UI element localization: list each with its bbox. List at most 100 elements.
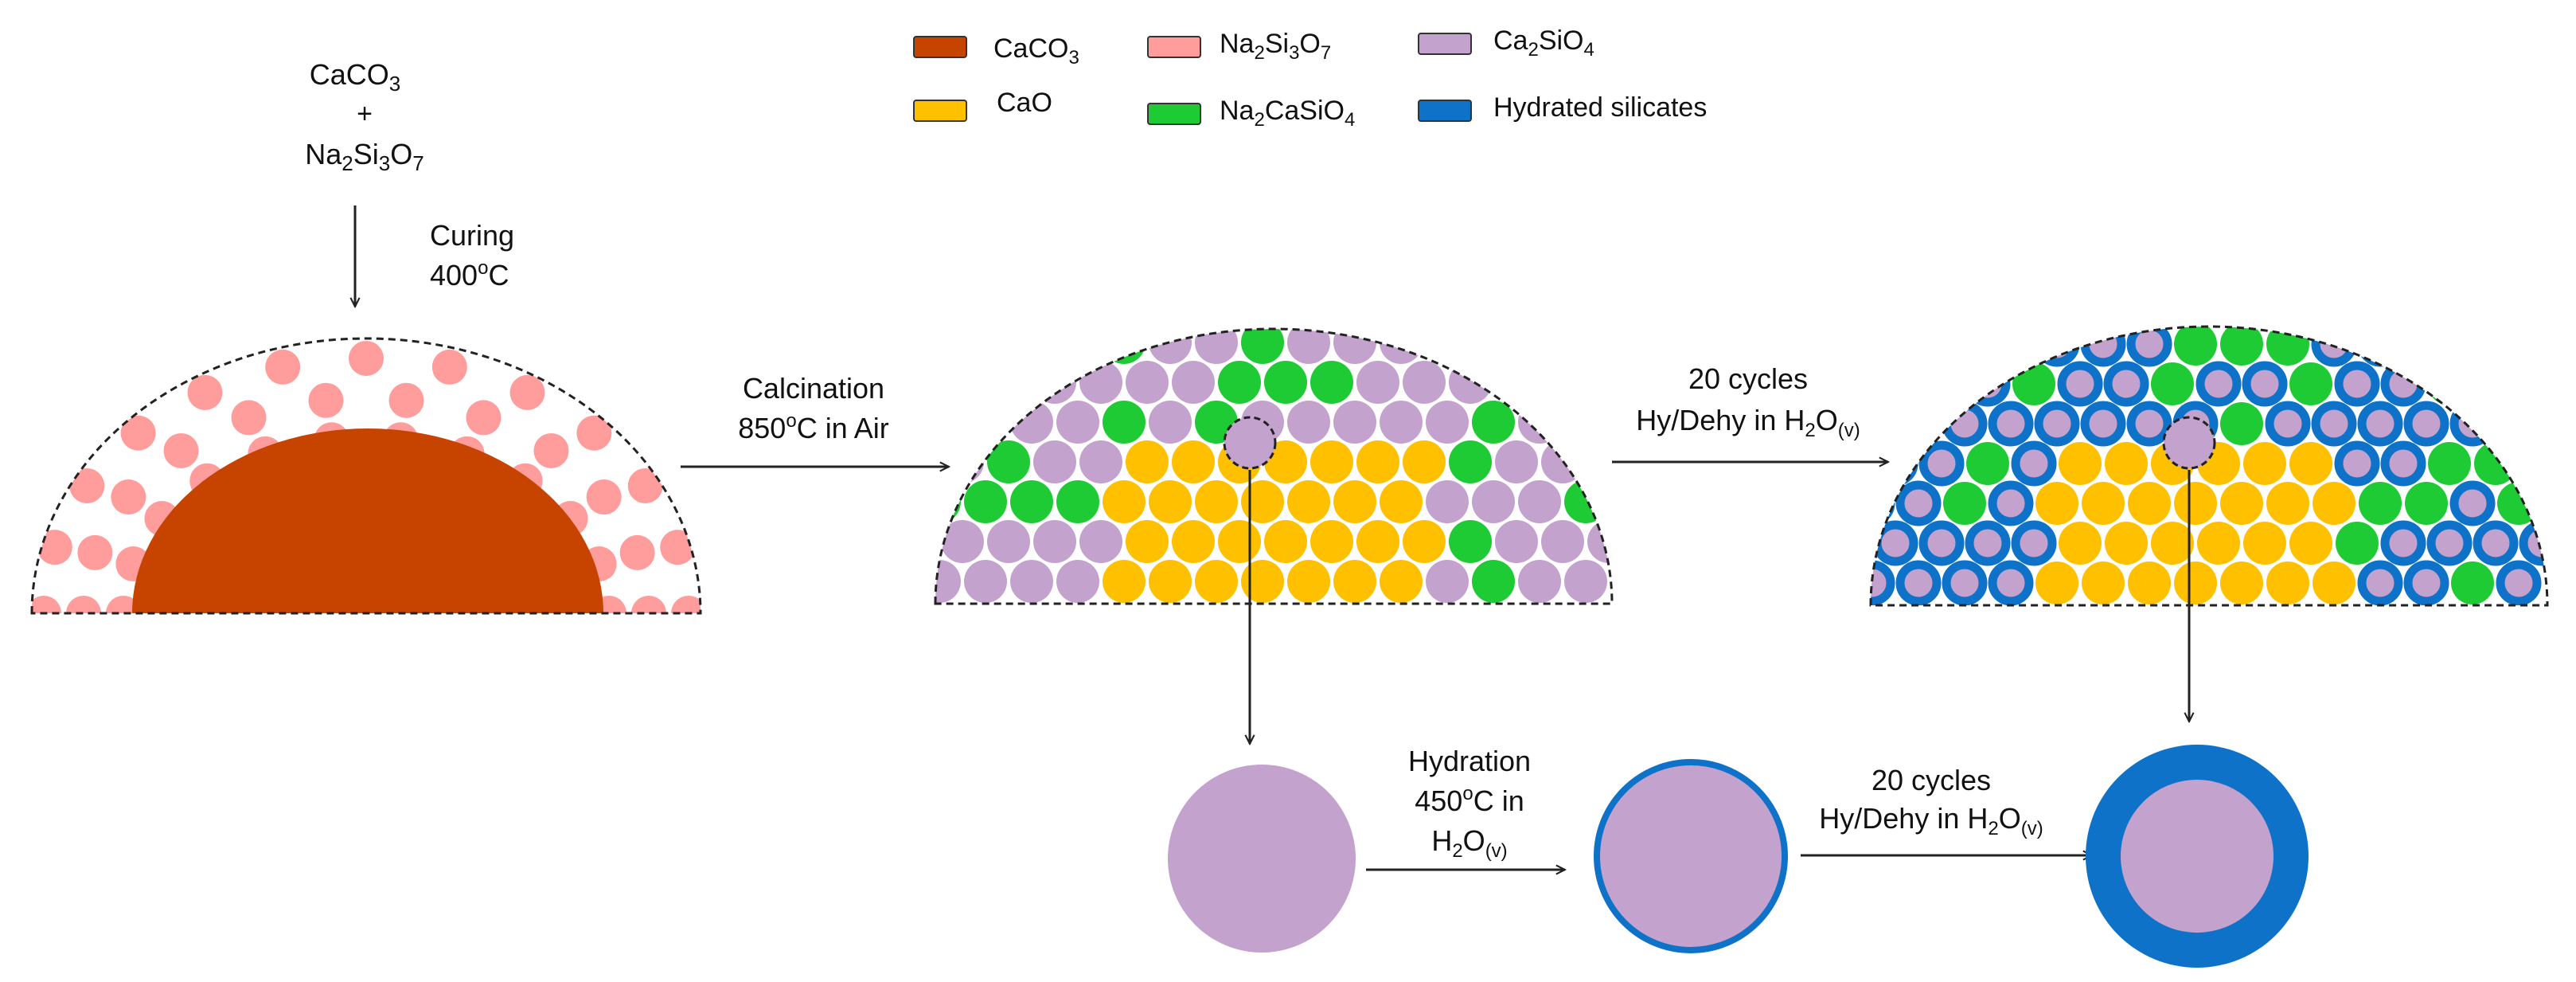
grain xyxy=(1310,520,1353,563)
grain xyxy=(1541,361,1584,404)
na2si3o7-grain xyxy=(111,479,146,515)
grain xyxy=(1079,520,1122,563)
grain xyxy=(935,560,961,603)
hydrated-ca2sio4-grain xyxy=(2380,520,2426,566)
hydrated-ca2sio4-grain xyxy=(2357,401,2403,447)
grain xyxy=(1172,440,1215,483)
reactant-caco3: CaCO3 xyxy=(310,58,401,96)
grain xyxy=(1426,401,1469,444)
na2casio4-grain xyxy=(2151,362,2194,405)
hydrated-ca2sio4-grain xyxy=(2103,361,2149,407)
hydrated-ca2sio4-grain xyxy=(1942,327,1988,367)
grain xyxy=(1495,520,1538,563)
grain xyxy=(1103,560,1146,603)
na2si3o7-grain xyxy=(533,432,569,468)
na2si3o7-grain xyxy=(466,400,502,436)
grain xyxy=(1195,480,1238,523)
grain xyxy=(1356,520,1399,563)
legend: CaCO3 CaO Na2Si3O7 Na2CaSiO4 Ca2SiO4 Hyd… xyxy=(913,25,1707,131)
grain xyxy=(1449,440,1492,483)
na2casio4-grain xyxy=(1943,482,1986,525)
grain xyxy=(1495,440,1538,483)
particle-calcined-contents xyxy=(935,329,1612,603)
ca2sio4-grain-core xyxy=(2121,780,2274,933)
cao-grain xyxy=(2151,522,2194,565)
hydrated-ca2sio4-grain xyxy=(1871,560,1895,605)
grain xyxy=(1149,480,1192,523)
na2casio4-grain xyxy=(2220,327,2263,366)
grain xyxy=(1010,480,1053,523)
particle-cycled xyxy=(1869,325,2549,607)
grain xyxy=(1287,401,1330,444)
hydrated-ca2sio4-grain xyxy=(1895,560,1942,605)
ca2sio4-grain-initial xyxy=(1168,765,1356,953)
grain xyxy=(987,520,1030,563)
grain xyxy=(1264,440,1307,483)
cao-grain xyxy=(2105,442,2148,485)
grain xyxy=(1564,480,1607,523)
hydrated-ca2sio4-grain xyxy=(1871,480,1895,526)
hydrated-ca2sio4-grain xyxy=(2473,520,2519,566)
grain xyxy=(1333,401,1376,444)
grain xyxy=(1449,520,1492,563)
particle-cycled-contents xyxy=(1871,327,2547,605)
calcination-label-line1: Calcination xyxy=(743,372,884,405)
grain xyxy=(1149,560,1192,603)
na2si3o7-grain xyxy=(37,530,72,565)
hydration-label-line1: Hydration xyxy=(1408,745,1531,777)
grain xyxy=(1518,560,1561,603)
curing-label-line2: 400oC xyxy=(430,257,509,291)
hydrated-ca2sio4-grain xyxy=(2403,327,2449,367)
grain xyxy=(1426,560,1469,603)
grain xyxy=(1518,480,1561,523)
grain xyxy=(1126,440,1169,483)
particle-fresh-contents xyxy=(32,341,701,613)
zoom-marker-calcined xyxy=(1223,416,1277,470)
ca2sio4-grain-thin-shell xyxy=(1594,759,1788,953)
particle-cycled-outline xyxy=(1869,325,2549,607)
grain xyxy=(1056,560,1099,603)
hydrated-ca2sio4-grain xyxy=(2519,361,2547,407)
grain xyxy=(987,361,1030,404)
na2si3o7-grain xyxy=(308,382,344,418)
na2casio4-grain xyxy=(2266,327,2309,366)
hydrated-ca2sio4-grain xyxy=(1918,520,1965,566)
na2casio4-grain xyxy=(2336,522,2379,565)
grain xyxy=(941,361,984,404)
hydrated-ca2sio4-grain xyxy=(2334,361,2380,407)
hydrated-ca2sio4-grain xyxy=(2380,440,2426,487)
hydrated-ca2sio4-grain xyxy=(2011,440,2057,487)
grain xyxy=(1310,440,1353,483)
cao-grain xyxy=(2105,522,2148,565)
legend-swatch-cao xyxy=(913,100,967,122)
cycles2-label-line2: Hy/Dehy in H2O(v) xyxy=(1819,802,2043,839)
grain xyxy=(964,480,1007,523)
particle-calcined xyxy=(934,327,1614,605)
grain xyxy=(1564,401,1607,444)
grain xyxy=(1564,329,1607,364)
cao-grain xyxy=(2059,522,2102,565)
grain xyxy=(1264,520,1307,563)
na2si3o7-grain xyxy=(509,374,545,410)
grain xyxy=(1564,560,1607,603)
cao-grain xyxy=(2289,442,2332,485)
hydrated-ca2sio4-grain xyxy=(2403,401,2449,447)
hydrated-ca2sio4-grain xyxy=(2126,401,2172,447)
hydrated-ca2sio4-grain xyxy=(1918,440,1965,487)
hydration-label-line3: H2O(v) xyxy=(1431,824,1507,862)
hydrated-ca2sio4-grain xyxy=(2357,560,2403,605)
na2casio4-grain xyxy=(1920,362,1963,405)
na2casio4-grain xyxy=(2359,482,2402,525)
grain xyxy=(1310,361,1353,404)
cao-grain xyxy=(2289,522,2332,565)
calcination-label-line2: 850oC in Air xyxy=(738,410,888,444)
hydrated-ca2sio4-grain xyxy=(2011,520,2057,566)
na2si3o7-grain xyxy=(349,341,384,376)
cao-grain xyxy=(2082,561,2125,604)
grain xyxy=(1518,329,1561,364)
cao-grain xyxy=(2313,482,2355,525)
grain xyxy=(1472,480,1515,523)
na2si3o7-grain xyxy=(671,596,701,613)
grain xyxy=(1103,480,1146,523)
particle-fresh-outline xyxy=(30,337,702,615)
